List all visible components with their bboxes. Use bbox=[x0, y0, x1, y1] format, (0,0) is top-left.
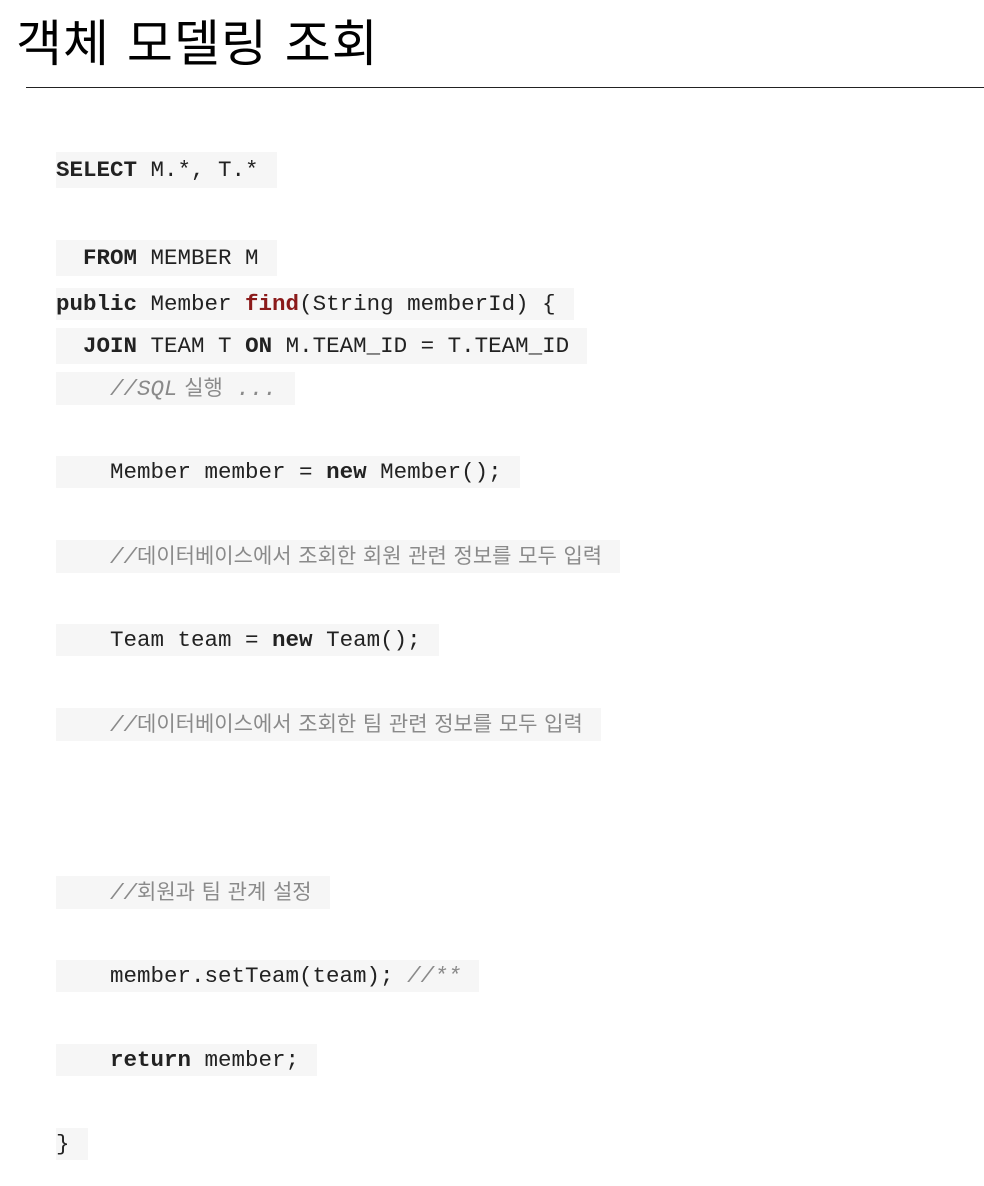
sql-keyword: ON bbox=[245, 333, 273, 359]
comment-text: //** bbox=[407, 963, 462, 989]
comment-slashes: // bbox=[110, 880, 138, 906]
java-code-block: public Member find(String memberId) { //… bbox=[56, 236, 621, 1186]
java-line-new-team: Team team = new Team(); bbox=[56, 624, 620, 656]
line-highlight: FROM MEMBER M bbox=[56, 240, 277, 276]
comment-text: ... bbox=[222, 376, 277, 402]
comment-text: 실행 bbox=[177, 376, 223, 400]
line-highlight: Team team = new Team(); bbox=[56, 624, 439, 656]
java-text: Member member = bbox=[110, 459, 327, 485]
sql-keyword: SELECT bbox=[56, 157, 138, 183]
java-text: Member(); bbox=[366, 459, 502, 485]
sql-text: TEAM T bbox=[137, 333, 246, 359]
indent bbox=[56, 963, 110, 989]
line-highlight: //회원과 팀 관계 설정 bbox=[56, 876, 330, 909]
sql-line-select: SELECT M.*, T.* bbox=[56, 152, 587, 188]
line-highlight: SELECT M.*, T.* bbox=[56, 152, 277, 188]
line-highlight: return member; bbox=[56, 1044, 318, 1076]
sql-line-join: JOIN TEAM T ON M.TEAM_ID = T.TEAM_ID bbox=[56, 328, 588, 364]
java-comment-line: //SQL 실행 ... bbox=[56, 372, 620, 405]
comment-text: SQL bbox=[137, 376, 178, 402]
java-text: member.setTeam(team); bbox=[110, 963, 408, 989]
line-highlight: Member member = new Member(); bbox=[56, 456, 520, 488]
indent bbox=[56, 880, 110, 906]
sql-text: M.TEAM_ID = T.TEAM_ID bbox=[272, 333, 570, 359]
java-line-close-brace: } bbox=[56, 1128, 620, 1160]
java-line-new-member: Member member = new Member(); bbox=[56, 456, 620, 488]
java-comment-line: //데이터베이스에서 조회한 팀 관련 정보를 모두 입력 bbox=[56, 708, 620, 741]
comment-text: 데이터베이스에서 조회한 팀 관련 정보를 모두 입력 bbox=[137, 712, 583, 736]
java-text: Team team = bbox=[110, 627, 273, 653]
java-text: Member bbox=[137, 291, 246, 317]
line-highlight: public Member find(String memberId) { bbox=[56, 288, 574, 320]
java-line-return: return member; bbox=[56, 1044, 620, 1076]
comment-slashes: // bbox=[110, 712, 138, 738]
line-highlight: } bbox=[56, 1128, 88, 1160]
blank-line bbox=[56, 792, 620, 824]
java-comment-line: //데이터베이스에서 조회한 회원 관련 정보를 모두 입력 bbox=[56, 540, 621, 573]
indent bbox=[56, 376, 110, 402]
java-keyword: public bbox=[56, 291, 138, 317]
comment-slashes: // bbox=[110, 544, 138, 570]
line-highlight: //데이터베이스에서 조회한 팀 관련 정보를 모두 입력 bbox=[56, 708, 601, 741]
sql-keyword: JOIN bbox=[83, 333, 138, 359]
sql-line-from: FROM MEMBER M bbox=[56, 240, 587, 276]
indent bbox=[56, 544, 110, 570]
line-highlight: JOIN TEAM T ON M.TEAM_ID = T.TEAM_ID bbox=[56, 328, 588, 364]
indent bbox=[56, 712, 110, 738]
sql-keyword: FROM bbox=[83, 245, 138, 271]
indent bbox=[56, 1047, 110, 1073]
comment-text: 데이터베이스에서 조회한 회원 관련 정보를 모두 입력 bbox=[137, 544, 603, 568]
indent bbox=[56, 459, 110, 485]
indent bbox=[56, 627, 110, 653]
java-text: Team(); bbox=[312, 627, 421, 653]
title-divider bbox=[26, 87, 984, 88]
java-text: (String memberId) { bbox=[299, 291, 556, 317]
sql-text: M.*, T.* bbox=[137, 157, 259, 183]
line-highlight: //데이터베이스에서 조회한 회원 관련 정보를 모두 입력 bbox=[56, 540, 621, 573]
java-keyword: return bbox=[110, 1047, 192, 1073]
comment-slashes: // bbox=[110, 376, 138, 402]
method-name: find bbox=[245, 291, 300, 317]
comment-text: 회원과 팀 관계 설정 bbox=[137, 880, 312, 904]
java-comment-line: //회원과 팀 관계 설정 bbox=[56, 876, 620, 909]
sql-text: MEMBER M bbox=[137, 245, 259, 271]
sql-code-block: SELECT M.*, T.* FROM MEMBER M JOIN TEAM … bbox=[56, 100, 588, 390]
line-highlight: member.setTeam(team); //** bbox=[56, 960, 480, 992]
java-keyword: new bbox=[272, 627, 313, 653]
line-highlight: //SQL 실행 ... bbox=[56, 372, 295, 405]
java-line-signature: public Member find(String memberId) { bbox=[56, 288, 620, 320]
java-text: member; bbox=[191, 1047, 300, 1073]
slide-title: 객체 모델링 조회 bbox=[16, 15, 379, 73]
java-text: } bbox=[56, 1131, 70, 1157]
java-keyword: new bbox=[326, 459, 367, 485]
java-line-set-team: member.setTeam(team); //** bbox=[56, 960, 620, 992]
